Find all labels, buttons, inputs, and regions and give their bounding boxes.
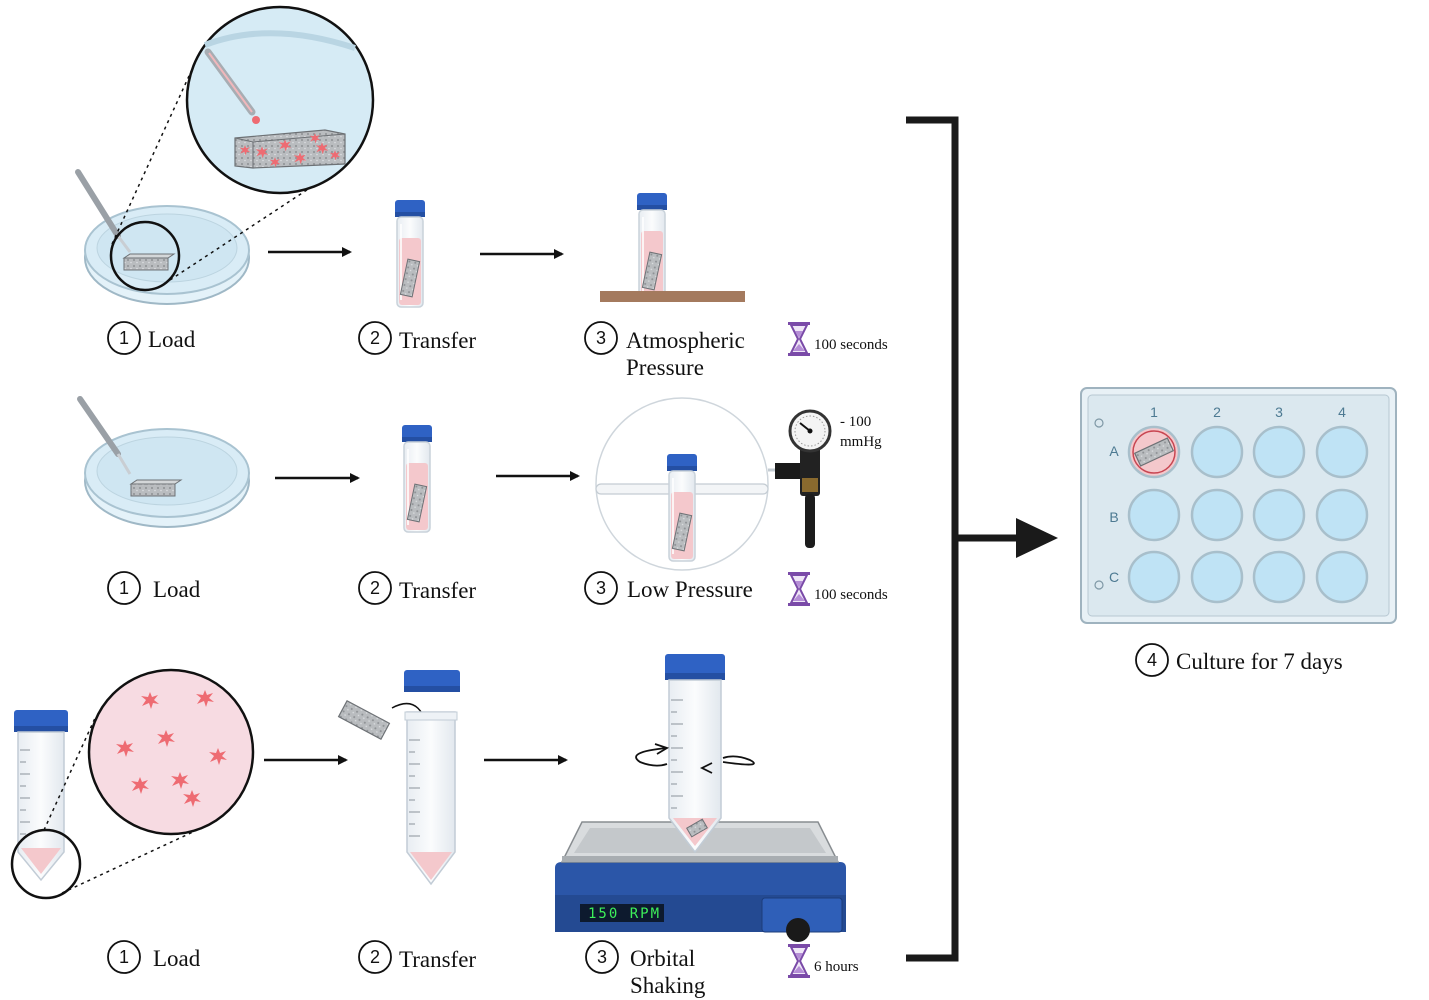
- svg-text:Transfer: Transfer: [399, 947, 476, 972]
- row-1: 1 Load 2 Transfer 3 Atmospheric Pressure…: [75, 5, 888, 380]
- svg-text:1: 1: [119, 328, 129, 348]
- step-1-load: 1 Load: [107, 571, 201, 605]
- svg-text:4: 4: [1338, 404, 1346, 420]
- step-1-load: 1 Load: [107, 321, 196, 355]
- step-3-atmospheric-pressure: 3 Atmospheric Pressure: [584, 321, 745, 380]
- vial-on-bench: [636, 192, 668, 301]
- pressure-value: - 100: [840, 414, 871, 430]
- svg-text:Shaking: Shaking: [630, 973, 706, 998]
- step-3-low-pressure: 3 Low Pressure: [584, 571, 753, 605]
- timer-label: 6 hours: [814, 959, 859, 975]
- open-conical-tube: [337, 670, 460, 886]
- plate-column-labels: 1 2 3 4: [1150, 404, 1346, 420]
- step-3-orbital-shaking: 3 Orbital Shaking: [585, 940, 706, 998]
- timer-label: 100 seconds: [814, 587, 888, 603]
- hourglass-icon: [787, 943, 811, 979]
- vial: [401, 424, 433, 533]
- pressure-gauge-icon: [775, 409, 832, 548]
- wells: [1127, 425, 1369, 604]
- svg-text:Transfer: Transfer: [399, 578, 476, 603]
- svg-text:Load: Load: [153, 577, 201, 602]
- merge-bracket: [906, 116, 1058, 962]
- hourglass-icon: [787, 571, 811, 607]
- svg-text:2: 2: [370, 328, 380, 348]
- pressure-unit: mmHg: [840, 434, 882, 450]
- svg-text:Orbital: Orbital: [630, 946, 695, 971]
- step-2-transfer: 2 Transfer: [358, 571, 476, 605]
- plate-row-labels: A B C: [1109, 443, 1119, 585]
- row-2: - 100 mmHg 1 Load 2 Transfer 3 Low Press…: [77, 396, 888, 607]
- svg-text:Load: Load: [148, 327, 196, 352]
- svg-text:3: 3: [1275, 404, 1283, 420]
- hourglass-icon: [787, 321, 811, 357]
- timer-label: 100 seconds: [814, 337, 888, 353]
- petri-dish: [84, 428, 250, 528]
- svg-text:3: 3: [596, 328, 606, 348]
- zoom-region: [10, 828, 82, 900]
- step-2-transfer: 2 Transfer: [358, 940, 476, 974]
- shaker-display: 150 RPM: [588, 906, 661, 922]
- pipette: [77, 396, 132, 475]
- svg-text:2: 2: [370, 947, 380, 967]
- svg-text:1: 1: [1150, 404, 1158, 420]
- svg-text:Transfer: Transfer: [399, 328, 476, 353]
- svg-text:2: 2: [1213, 404, 1221, 420]
- vacuum-chamber: [595, 397, 788, 571]
- conical-tube: [14, 710, 68, 882]
- svg-text:A: A: [1109, 443, 1119, 459]
- svg-text:Atmospheric: Atmospheric: [626, 328, 745, 353]
- svg-text:Culture for 7 days: Culture for 7 days: [1176, 649, 1343, 674]
- svg-text:B: B: [1109, 509, 1118, 525]
- vial: [394, 199, 426, 308]
- petri-dish: [84, 205, 250, 305]
- pipette: [75, 169, 132, 253]
- svg-text:Low Pressure: Low Pressure: [627, 577, 753, 602]
- bench-surface: [600, 291, 745, 302]
- svg-text:1: 1: [119, 947, 129, 967]
- svg-text:3: 3: [596, 578, 606, 598]
- step-4-culture: 4 Culture for 7 days: [1135, 643, 1343, 677]
- svg-text:C: C: [1109, 569, 1119, 585]
- svg-text:2: 2: [370, 578, 380, 598]
- row-3: 150 RPM: [10, 654, 859, 998]
- shaking-tube: [635, 654, 755, 854]
- orbital-shaker: 150 RPM: [555, 821, 846, 942]
- zoom-region: [109, 220, 181, 292]
- zoom-circle-scaffold: [185, 5, 375, 195]
- step-2-transfer: 2 Transfer: [358, 321, 476, 355]
- step-1-load: 1 Load: [107, 940, 201, 974]
- svg-text:4: 4: [1147, 650, 1157, 670]
- svg-text:1: 1: [119, 578, 129, 598]
- svg-text:3: 3: [597, 947, 607, 967]
- svg-text:Pressure: Pressure: [626, 355, 704, 380]
- zoom-circle-cells: [87, 668, 255, 836]
- well-plate: 1 2 3 4 A B C: [1080, 387, 1397, 624]
- svg-text:Load: Load: [153, 946, 201, 971]
